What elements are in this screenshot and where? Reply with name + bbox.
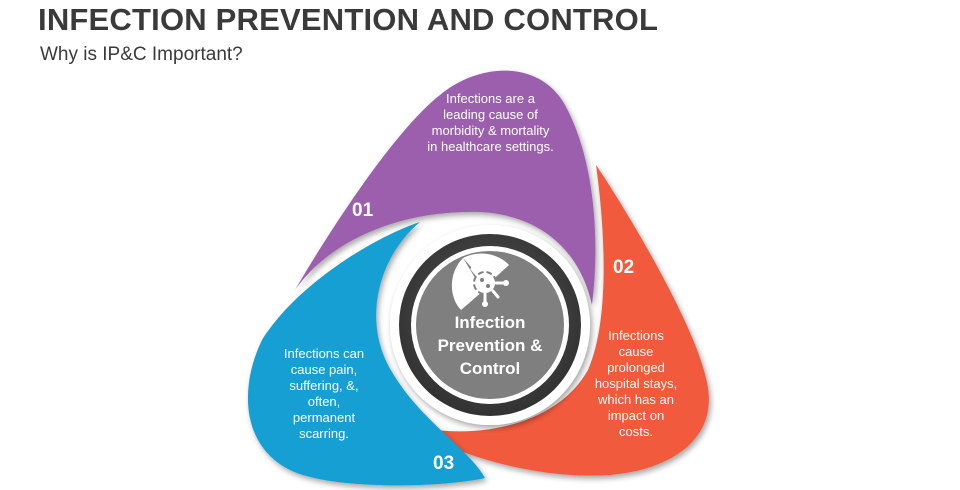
page-title: INFECTION PREVENTION AND CONTROL [38, 2, 659, 37]
segment-02-text: Infections cause prolonged hospital stay… [594, 328, 678, 439]
segment-03-number: 03 [433, 453, 455, 474]
segment-03-text: Infections can cause pain, suffering, &,… [283, 346, 365, 441]
virus-shield-icon [451, 253, 509, 310]
segment-02-shape [420, 165, 709, 476]
segment-03-shape [247, 222, 485, 486]
segment-01-text: Infections are a leading cause of morbid… [427, 91, 554, 154]
page-subtitle: Why is IP&C Important? [40, 44, 243, 65]
segment-01-shape [295, 70, 596, 305]
segment-01-number: 01 [352, 200, 374, 221]
center-label: Infection Prevention & Control [437, 313, 543, 378]
segment-02-number: 02 [613, 257, 635, 278]
